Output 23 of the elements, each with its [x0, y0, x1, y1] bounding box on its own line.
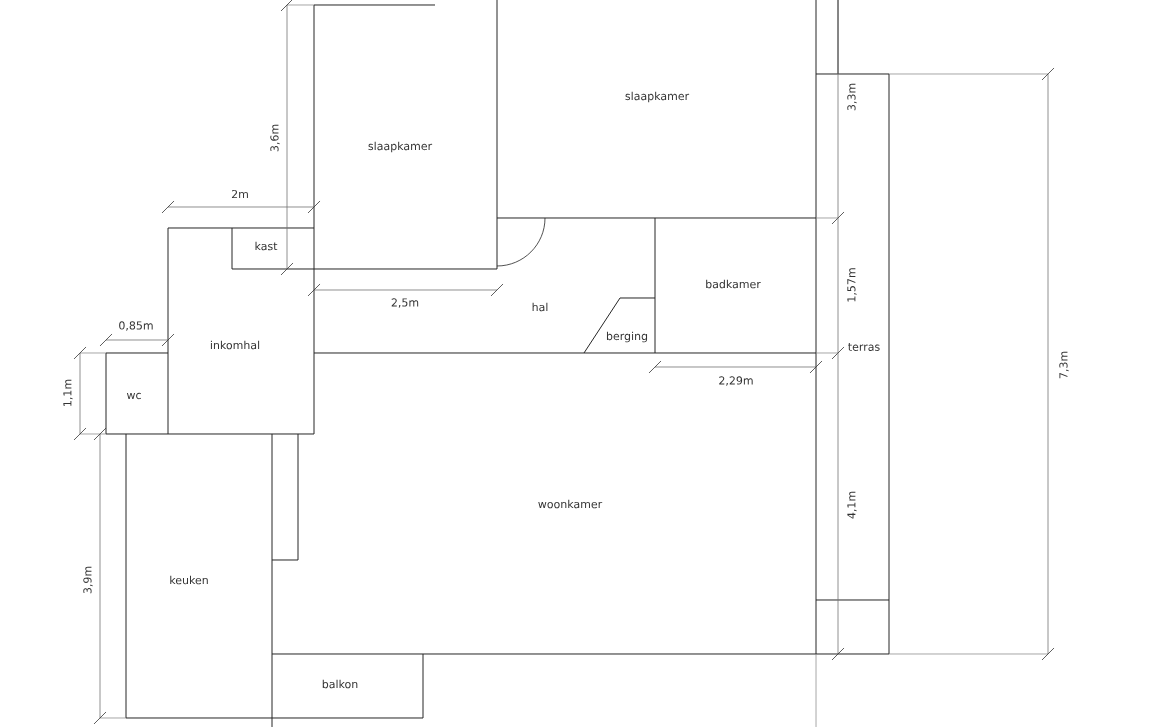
room-label: terras	[848, 343, 880, 351]
room-label: berging	[606, 331, 648, 343]
dimension-label: 1,1m	[63, 379, 73, 406]
dimension-label: 3,6m	[270, 124, 280, 152]
dimension-label: 3,9m	[83, 566, 93, 594]
dimension-label: 1,57m	[847, 268, 857, 302]
dimension-label: 2,29m	[719, 376, 753, 386]
room-label: hal	[532, 302, 548, 312]
room-label: balkon	[322, 679, 358, 689]
room-label: keuken	[170, 575, 208, 585]
room-label: wc	[126, 392, 141, 400]
dimension-label: 2m	[231, 189, 248, 199]
dimension-label: 7,3m	[1059, 351, 1069, 379]
dimension-label: 0,85m	[119, 321, 153, 331]
room-label: kast	[255, 241, 278, 251]
dimension-label: 3,3m	[847, 83, 857, 111]
room-label: slaapkamer	[368, 141, 433, 153]
dimension-label: 4,1m	[847, 491, 857, 519]
room-label: inkomhal	[210, 340, 260, 350]
dimension-label: 2,5m	[391, 298, 419, 308]
room-label: badkamer	[706, 279, 761, 289]
room-label: slaapkamer	[625, 91, 690, 103]
room-label: woonkamer	[538, 499, 603, 509]
